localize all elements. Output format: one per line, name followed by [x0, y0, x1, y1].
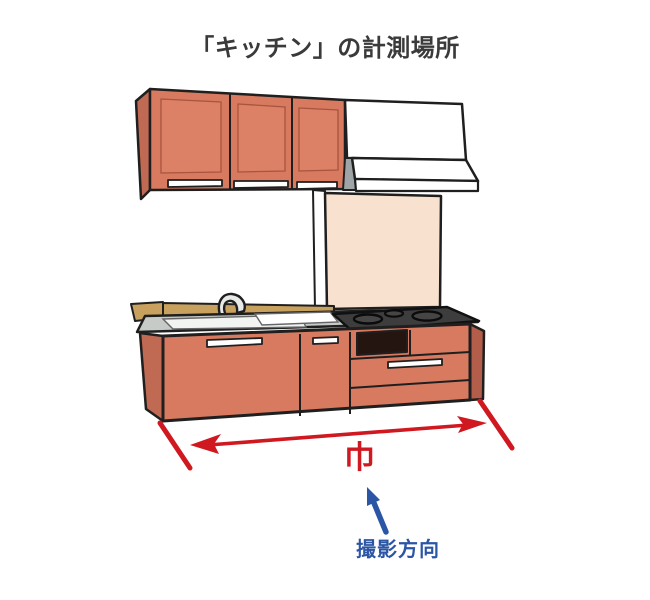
base-hdivider-1: [349, 351, 471, 360]
dimension-line: [207, 423, 469, 447]
page-title: 「キッチン」の計測場所: [190, 35, 460, 62]
backsplash-panel: [323, 191, 443, 311]
range-hood-lip: [353, 177, 480, 193]
range-hood-canopy: [350, 156, 480, 183]
shooting-direction-label: 撮影方向: [356, 539, 440, 561]
dimension-arrowhead-left: [190, 434, 221, 454]
base-cabinet: [138, 322, 486, 423]
base-hdivider-2: [349, 379, 471, 389]
dimension-arrowhead-right: [457, 416, 487, 433]
range-hood-upper-panel: [343, 98, 468, 162]
base-cabinet-side-left: [138, 331, 165, 423]
cooktop-surface: [331, 305, 481, 333]
upper-cabinet-side-panel: [134, 87, 152, 201]
burner-small: [383, 309, 405, 318]
width-dimension-arrow: [157, 398, 515, 471]
upper-door-panel-2: [237, 103, 286, 173]
drawer-handle: [387, 358, 443, 369]
backsplash: [312, 189, 443, 311]
range-hood: [342, 98, 480, 193]
burner-right: [411, 310, 443, 322]
width-dimension-label: 巾: [344, 440, 375, 475]
base-door-handle-1: [206, 337, 263, 348]
upper-door-handle-3: [296, 181, 338, 190]
upper-door-handle-2: [233, 180, 289, 189]
camera-direction-arrow: [367, 487, 389, 535]
camera-arrow-head: [367, 487, 380, 506]
upper-door-handle-1: [167, 179, 223, 188]
upper-door-panel-1: [160, 98, 222, 174]
base-cabinet-side-right: [468, 322, 486, 402]
dimension-tick-right: [477, 398, 515, 451]
grill-opening: [356, 329, 408, 356]
base-door-handle-2: [312, 336, 339, 345]
dimension-tick-left: [157, 420, 193, 471]
upper-wall-cabinet: [134, 87, 347, 201]
counter-board: [253, 311, 340, 326]
upper-door-panel-3: [298, 107, 339, 172]
camera-arrow-shaft: [371, 500, 389, 535]
cooktop: [331, 305, 481, 333]
burner-left: [352, 313, 384, 325]
